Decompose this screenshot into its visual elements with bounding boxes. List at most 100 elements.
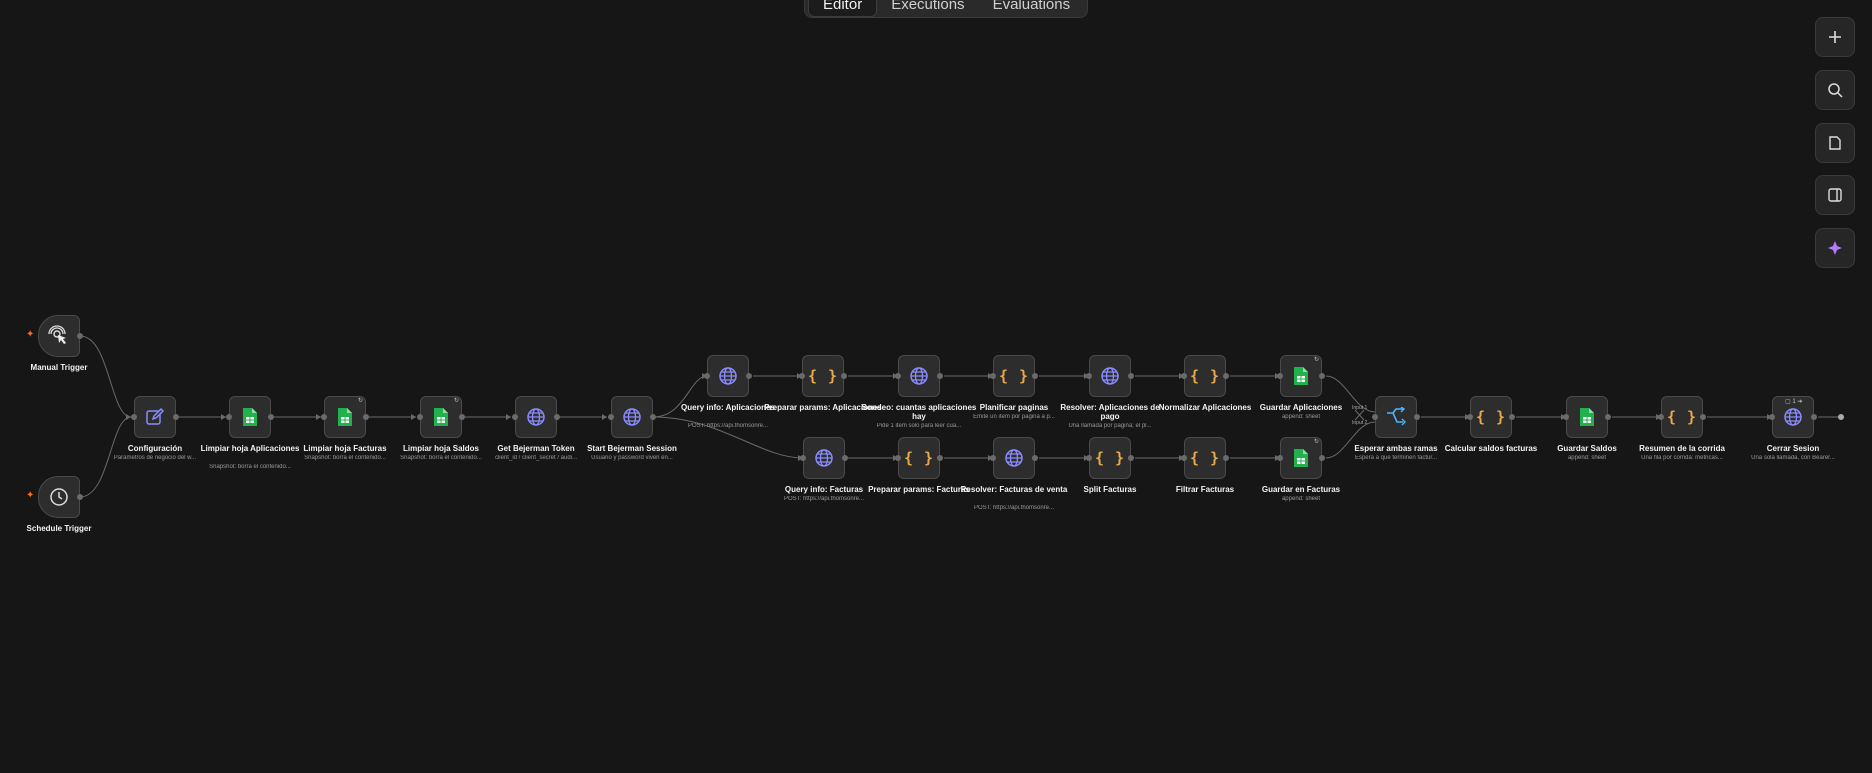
plus-icon <box>1829 31 1841 43</box>
node-subtitle: POST: https://api.thomsonre... <box>973 505 1055 511</box>
input-port[interactable] <box>226 414 232 420</box>
output-port[interactable] <box>1509 414 1515 420</box>
input-port[interactable] <box>1467 414 1473 420</box>
globe-icon <box>718 366 738 386</box>
node-merge[interactable] <box>1372 396 1420 438</box>
input-port[interactable] <box>1563 414 1569 420</box>
sticky-note-button[interactable] <box>1815 123 1855 163</box>
node-label: Guardar Saldos <box>1557 444 1617 453</box>
output-port[interactable] <box>650 414 656 420</box>
output-port[interactable] <box>1700 414 1706 420</box>
output-port[interactable] <box>77 494 83 500</box>
add-node-button[interactable] <box>1815 17 1855 57</box>
toggle-panel-button[interactable] <box>1815 175 1855 215</box>
refresh-icon: ↻ <box>358 398 364 404</box>
node-res-apl[interactable] <box>1086 355 1134 397</box>
tab-executions[interactable]: Executions <box>891 0 965 13</box>
node-label: Guardar en Facturas <box>1261 485 1341 494</box>
output-port[interactable] <box>459 414 465 420</box>
input-port[interactable] <box>131 414 137 420</box>
input-port[interactable] <box>512 414 518 420</box>
node-config[interactable] <box>131 396 179 438</box>
input-port[interactable] <box>990 455 996 461</box>
input-port[interactable] <box>417 414 423 420</box>
output-port[interactable] <box>937 455 943 461</box>
output-port[interactable] <box>1128 373 1134 379</box>
node-cerrar[interactable] <box>1769 396 1817 438</box>
input-port[interactable] <box>1769 414 1775 420</box>
node-manual[interactable] <box>38 315 83 357</box>
input-port[interactable] <box>800 455 806 461</box>
output-port[interactable] <box>363 414 369 420</box>
node-token[interactable] <box>512 396 560 438</box>
node-calc[interactable]: { } <box>1467 396 1515 438</box>
input-port[interactable] <box>895 455 901 461</box>
output-port[interactable] <box>173 414 179 420</box>
node-q-fac[interactable] <box>800 437 848 479</box>
ai-assistant-button[interactable] <box>1815 228 1855 268</box>
node-planif[interactable]: { } <box>990 355 1038 397</box>
output-port[interactable] <box>1032 373 1038 379</box>
input-port[interactable] <box>895 373 901 379</box>
node-label: Split Facturas <box>1083 485 1137 494</box>
node-split[interactable]: { } <box>1086 437 1134 479</box>
input-port[interactable] <box>1277 455 1283 461</box>
node-filtrar[interactable]: { } <box>1181 437 1229 479</box>
node-label: Normalizar Aplicaciones <box>1158 403 1252 412</box>
arrowhead <box>411 414 416 420</box>
output-port[interactable] <box>1811 414 1817 420</box>
input-port[interactable] <box>1181 455 1187 461</box>
input-port[interactable] <box>1372 414 1378 420</box>
node-g-sal[interactable] <box>1563 396 1611 438</box>
node-limp-apl[interactable] <box>226 396 274 438</box>
output-port[interactable] <box>1032 455 1038 461</box>
node-prep-apl[interactable]: { } <box>799 355 847 397</box>
output-port[interactable] <box>1223 373 1229 379</box>
input-port[interactable] <box>1181 373 1187 379</box>
sticky-note-icon <box>1829 136 1841 150</box>
node-limp-fac[interactable] <box>321 396 369 438</box>
output-port[interactable] <box>1128 455 1134 461</box>
node-norm[interactable]: { } <box>1181 355 1229 397</box>
input-port[interactable] <box>1086 455 1092 461</box>
input-port[interactable] <box>1277 373 1283 379</box>
input-port[interactable] <box>1086 373 1092 379</box>
input-port[interactable] <box>1658 414 1664 420</box>
node-prep-fac[interactable]: { } <box>895 437 943 479</box>
node-resumen[interactable]: { } <box>1658 396 1706 438</box>
output-port[interactable] <box>1319 455 1325 461</box>
node-sondeo[interactable] <box>895 355 943 397</box>
input-port[interactable] <box>321 414 327 420</box>
input-port[interactable] <box>799 373 805 379</box>
node-subtitle: Snapshot: borra el contenido... <box>304 455 386 461</box>
output-port[interactable] <box>268 414 274 420</box>
output-port[interactable] <box>77 333 83 339</box>
output-port[interactable] <box>937 373 943 379</box>
search-button[interactable] <box>1815 70 1855 110</box>
node-g-apl[interactable] <box>1277 355 1325 397</box>
output-port[interactable] <box>1319 373 1325 379</box>
output-port[interactable] <box>554 414 560 420</box>
output-port[interactable] <box>841 373 847 379</box>
tab-evaluations[interactable]: Evaluations <box>992 0 1071 13</box>
node-g-fac[interactable] <box>1277 437 1325 479</box>
node-limp-sal[interactable] <box>417 396 465 438</box>
edge-gapl-merge <box>1325 375 1376 413</box>
node-schedule[interactable] <box>38 476 83 518</box>
node-res-fac[interactable] <box>990 437 1038 479</box>
input-port[interactable] <box>608 414 614 420</box>
node-session[interactable] <box>608 396 656 438</box>
node-subtitle: Pide 1 item solo para leer cua... <box>876 423 962 429</box>
merge-wire-cross-b <box>1354 409 1365 421</box>
google-sheets-icon <box>1293 448 1309 468</box>
output-port[interactable] <box>842 455 848 461</box>
input-port[interactable] <box>990 373 996 379</box>
output-port[interactable] <box>746 373 752 379</box>
tab-editor[interactable]: Editor <box>808 0 878 17</box>
output-port[interactable] <box>1223 455 1229 461</box>
node-q-apl[interactable] <box>704 355 752 397</box>
input-port[interactable] <box>704 373 710 379</box>
output-port[interactable] <box>1605 414 1611 420</box>
output-port[interactable] <box>1414 414 1420 420</box>
